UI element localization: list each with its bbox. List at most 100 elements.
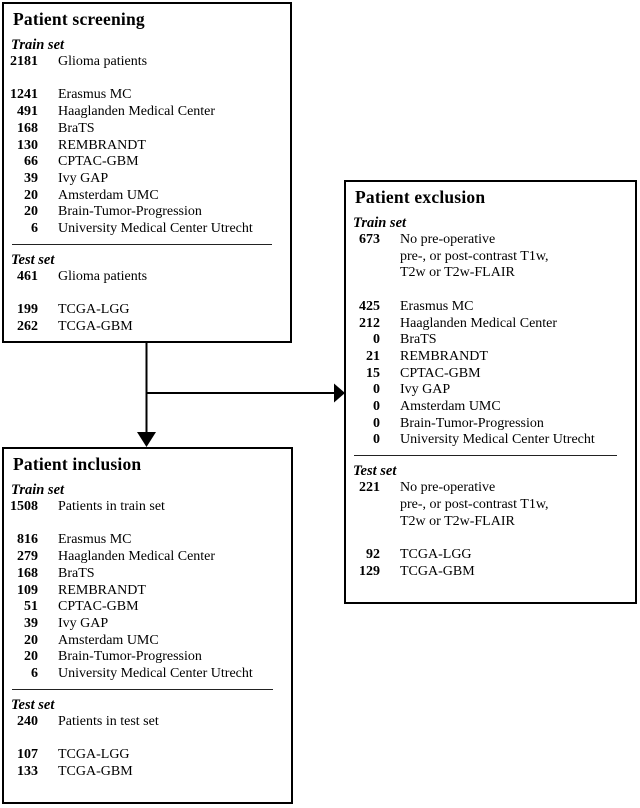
count-value: 212 bbox=[359, 315, 380, 331]
count-value: 0 bbox=[373, 399, 380, 415]
blank-line bbox=[350, 282, 629, 299]
count-value: 21 bbox=[366, 348, 380, 364]
count-value: 168 bbox=[17, 120, 38, 136]
count-label: Ivy GAP bbox=[58, 615, 109, 631]
count-value: 0 bbox=[373, 432, 380, 448]
count-value: 491 bbox=[17, 104, 38, 120]
summary-row: 1508 Patients in train set bbox=[8, 499, 285, 516]
count-value: 1241 bbox=[10, 87, 38, 103]
count-value: 2181 bbox=[10, 54, 38, 69]
count-label: Glioma patients bbox=[58, 268, 148, 284]
count-value: 6 bbox=[31, 666, 38, 682]
count-label: Brain-Tumor-Progression bbox=[58, 204, 202, 220]
count-label: Haaglanden Medical Center bbox=[400, 315, 558, 331]
count-label: REMBRANDT bbox=[58, 137, 146, 153]
count-value: 92 bbox=[366, 546, 380, 562]
summary-row: 2181 Glioma patients bbox=[8, 54, 284, 71]
data-row: 133 TCGA-GBM bbox=[8, 764, 285, 781]
count-label: CPTAC-GBM bbox=[58, 154, 139, 170]
count-value: 66 bbox=[24, 154, 38, 170]
count-label: Brain-Tumor-Progression bbox=[400, 415, 544, 431]
count-label: CPTAC-GBM bbox=[400, 365, 481, 381]
blank-line bbox=[350, 530, 629, 547]
data-row: 168 BraTS bbox=[8, 121, 284, 138]
data-row: 15 CPTAC-GBM bbox=[350, 366, 629, 383]
count-label-line: pre-, or post-contrast T1w, bbox=[400, 248, 549, 264]
count-label: Glioma patients bbox=[58, 54, 148, 69]
summary-row: 673 No pre-operative pre-, or post-contr… bbox=[350, 232, 629, 282]
count-value: 133 bbox=[17, 763, 38, 779]
patient-inclusion-box: Patient inclusion Train set 1508 Patient… bbox=[2, 447, 293, 804]
summary-row: 221 No pre-operative pre-, or post-contr… bbox=[350, 480, 629, 530]
arrow-screening-to-inclusion bbox=[137, 343, 156, 447]
data-row: 262 TCGA-GBM bbox=[8, 319, 284, 336]
count-value: 168 bbox=[17, 565, 38, 581]
arrowhead-down-icon bbox=[137, 432, 156, 447]
patient-screening-box: Patient screening Train set 2181 Glioma … bbox=[2, 2, 292, 343]
count-value: 6 bbox=[31, 221, 38, 237]
count-value: 240 bbox=[17, 713, 38, 729]
count-label: Amsterdam UMC bbox=[58, 632, 159, 648]
set-heading: Test set bbox=[11, 696, 55, 713]
box-title: Patient inclusion bbox=[13, 454, 142, 474]
count-label: REMBRANDT bbox=[400, 348, 488, 364]
separator-line bbox=[12, 688, 273, 690]
count-label: BraTS bbox=[58, 120, 95, 136]
count-label-line: No pre-operative bbox=[400, 480, 496, 496]
count-label: TCGA-GBM bbox=[58, 763, 133, 779]
count-label-line: T2w or T2w-FLAIR bbox=[400, 265, 515, 281]
count-label: Ivy GAP bbox=[400, 382, 451, 398]
summary-row: 461 Glioma patients bbox=[8, 269, 284, 286]
data-row: 0 BraTS bbox=[350, 332, 629, 349]
count-label: University Medical Center Utrecht bbox=[58, 666, 253, 682]
train-section: Train set 673 No pre-operative pre-, or … bbox=[350, 215, 629, 449]
count-value: 130 bbox=[17, 137, 38, 153]
count-label: TCGA-LGG bbox=[400, 546, 472, 562]
count-label: University Medical Center Utrecht bbox=[58, 221, 253, 237]
count-value: 15 bbox=[366, 365, 380, 381]
count-value: 461 bbox=[17, 268, 38, 284]
count-value: 262 bbox=[17, 318, 38, 334]
count-label: TCGA-GBM bbox=[400, 563, 475, 579]
set-heading: Train set bbox=[11, 37, 65, 53]
count-label: BraTS bbox=[400, 332, 437, 348]
count-value: 20 bbox=[24, 187, 38, 203]
count-label: Erasmus MC bbox=[58, 532, 132, 548]
blank-line bbox=[8, 285, 284, 302]
blank-line bbox=[8, 71, 284, 88]
arrow-screening-to-exclusion bbox=[145, 383, 345, 403]
count-value: 0 bbox=[373, 332, 380, 348]
count-label: Patients in train set bbox=[58, 499, 165, 514]
count-value: 39 bbox=[24, 170, 38, 186]
data-row: 6 University Medical Center Utrecht bbox=[8, 666, 285, 683]
count-label: Patients in test set bbox=[58, 713, 159, 729]
count-value: 109 bbox=[17, 582, 38, 598]
data-row: 6 University Medical Center Utrecht bbox=[8, 221, 284, 238]
data-row: 21 REMBRANDT bbox=[350, 349, 629, 366]
set-heading: Train set bbox=[11, 482, 65, 498]
count-label: TCGA-GBM bbox=[58, 318, 133, 334]
count-value: 673 bbox=[359, 232, 380, 247]
set-heading: Test set bbox=[353, 463, 397, 480]
count-label: REMBRANDT bbox=[58, 582, 146, 598]
